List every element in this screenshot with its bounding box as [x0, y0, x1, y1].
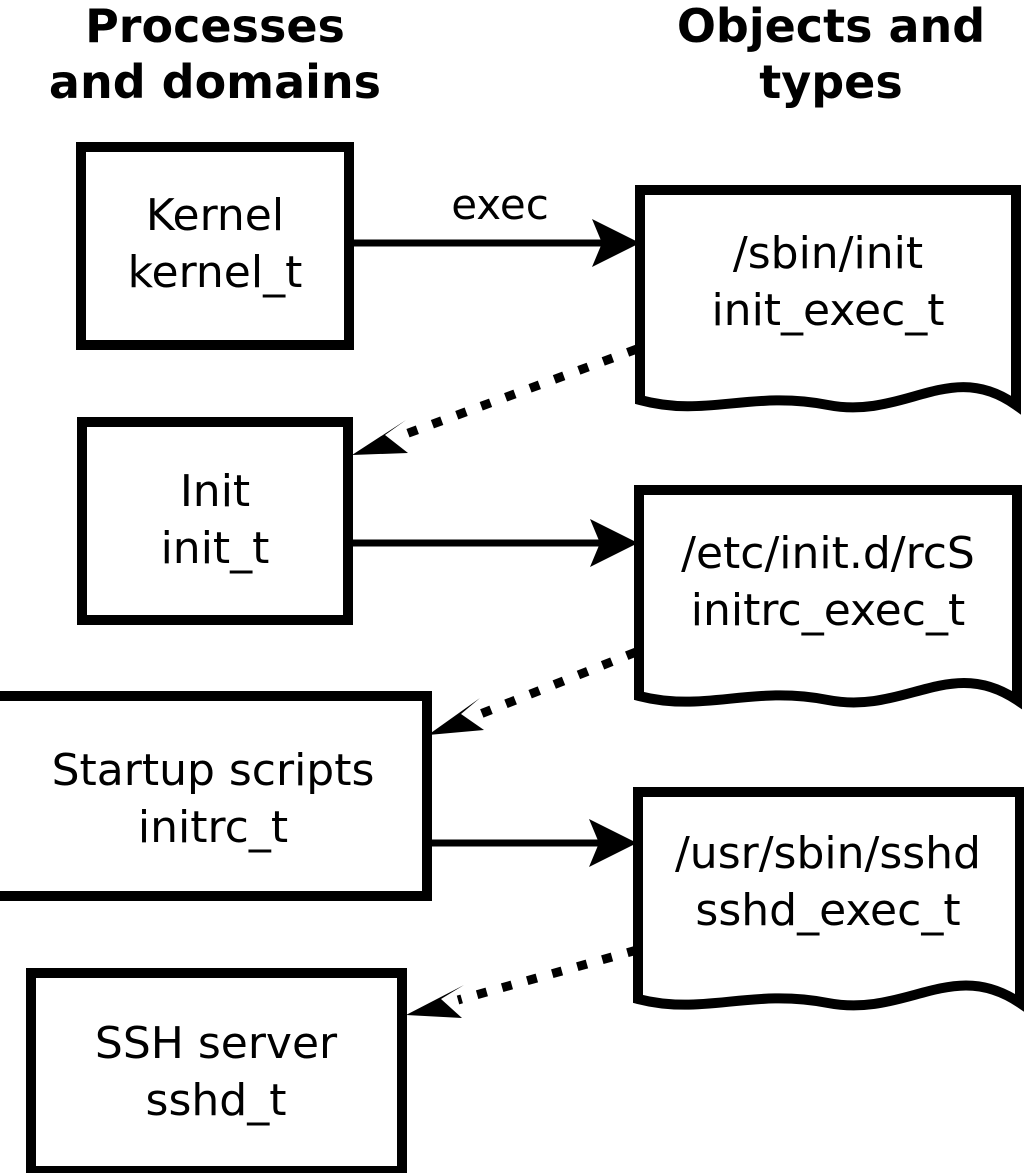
column-header-objects-line1: Objects and — [677, 0, 985, 53]
node-init-name: Init — [180, 466, 250, 517]
node-startup-scripts-name: Startup scripts — [52, 745, 375, 796]
node-startup-scripts-type: initrc_t — [138, 802, 288, 853]
node-etc-initd-rcs-doc-fill — [639, 490, 1017, 703]
edge-initrc-exec-sshd — [427, 819, 637, 867]
node-usr-sbin-sshd-doc-fill — [638, 792, 1020, 1006]
node-sbin-init-doc-fill — [640, 190, 1016, 408]
edge-initrc-exec-sshd-arrowhead — [589, 819, 637, 867]
node-startup-scripts-box-fill — [0, 696, 427, 896]
node-ssh-server-type: sshd_t — [146, 1075, 287, 1126]
node-init-box — [77, 417, 353, 625]
node-sbin-init-type: init_exec_t — [711, 285, 944, 336]
node-startup-scripts-box — [0, 691, 432, 901]
edge-sshd-transition — [406, 945, 639, 1018]
edge-init-exec-transition-arrowhead — [352, 420, 408, 455]
edge-label-exec: exec — [451, 180, 549, 229]
node-etc-initd-rcs[interactable]: /etc/init.d/rcS initrc_exec_t — [634, 485, 1022, 710]
edge-kernel-exec-init: exec — [349, 180, 640, 267]
node-ssh-server-box — [26, 968, 407, 1173]
edge-initrc-transition — [428, 647, 638, 735]
column-header-processes: Processes and domains — [49, 0, 381, 109]
node-init-box-fill — [82, 422, 348, 620]
node-kernel-box — [76, 142, 354, 350]
node-usr-sbin-sshd-doc — [633, 787, 1024, 1012]
edge-sshd-transition-arrowhead — [406, 985, 464, 1018]
column-header-processes-line1: Processes — [85, 0, 345, 53]
node-init-type: init_t — [161, 523, 270, 574]
node-init[interactable]: Init init_t — [77, 417, 353, 625]
edge-kernel-exec-init-arrowhead — [592, 219, 640, 267]
node-sbin-init-doc — [635, 185, 1021, 415]
node-ssh-server[interactable]: SSH server sshd_t — [26, 968, 407, 1173]
column-header-objects: Objects and types — [677, 0, 985, 109]
node-etc-initd-rcs-path: /etc/init.d/rcS — [681, 528, 975, 579]
node-kernel[interactable]: Kernel kernel_t — [76, 142, 354, 350]
node-sbin-init[interactable]: /sbin/init init_exec_t — [635, 185, 1021, 415]
node-ssh-server-name: SSH server — [95, 1018, 338, 1069]
edge-init-exec-rcs — [348, 519, 638, 567]
edge-initrc-transition-line — [476, 647, 638, 720]
edge-initrc-transition-arrowhead — [428, 698, 484, 735]
node-startup-scripts[interactable]: Startup scripts initrc_t — [0, 691, 432, 901]
edge-init-exec-transition-line — [401, 344, 639, 440]
column-header-processes-line2: and domains — [49, 55, 381, 109]
edge-init-exec-transition — [352, 344, 639, 455]
node-usr-sbin-sshd[interactable]: /usr/sbin/sshd sshd_exec_t — [633, 787, 1024, 1012]
node-kernel-type: kernel_t — [128, 247, 303, 298]
node-kernel-name: Kernel — [146, 190, 284, 241]
node-sbin-init-path: /sbin/init — [733, 228, 923, 279]
node-etc-initd-rcs-doc — [634, 485, 1022, 710]
node-usr-sbin-sshd-type: sshd_exec_t — [695, 885, 960, 936]
edge-init-exec-rcs-arrowhead — [590, 519, 638, 567]
node-etc-initd-rcs-type: initrc_exec_t — [691, 585, 965, 636]
column-header-objects-line2: types — [759, 55, 902, 109]
node-kernel-box-fill — [81, 147, 349, 345]
node-ssh-server-box-fill — [31, 973, 402, 1171]
node-usr-sbin-sshd-path: /usr/sbin/sshd — [675, 828, 981, 879]
edge-sshd-transition-line — [456, 945, 639, 1005]
